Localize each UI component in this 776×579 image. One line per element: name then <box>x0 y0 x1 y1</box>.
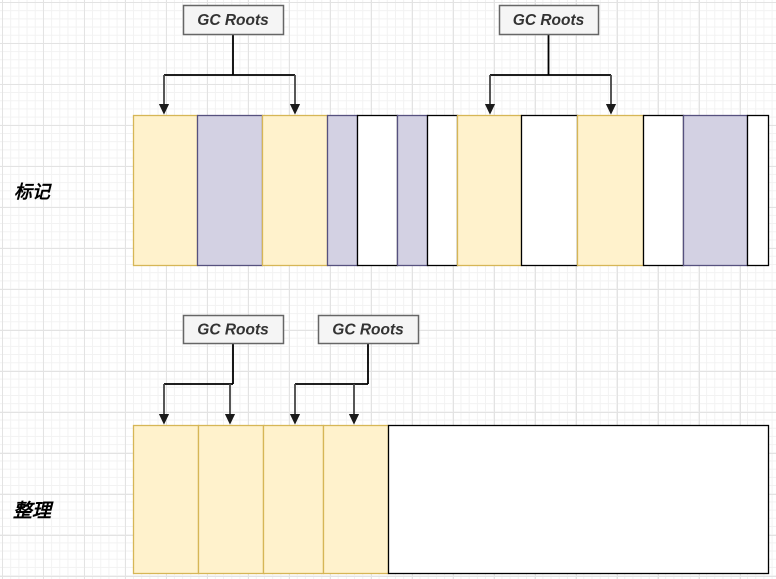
memory-block-free <box>426 114 459 267</box>
gc-roots-label: GC Roots <box>513 12 585 29</box>
arrowhead-icon <box>158 414 170 425</box>
arrowhead-icon <box>289 414 301 425</box>
gc-roots-label: GC Roots <box>197 322 269 339</box>
arrowhead-icon <box>289 104 301 115</box>
memory-block-marked <box>456 114 523 267</box>
section-label-compact: 整理 <box>13 500 54 522</box>
memory-block-marked <box>261 114 329 267</box>
memory-block-free <box>520 114 579 267</box>
memory-block-marked <box>132 424 200 575</box>
gc-roots-box <box>182 314 285 345</box>
arrowhead-icon <box>158 104 170 115</box>
connector-stem <box>490 34 611 76</box>
memory-block-unmarked <box>326 114 359 267</box>
memory-block-marked <box>197 424 265 575</box>
gc-roots-label: GC Roots <box>332 322 404 339</box>
gc-roots-box <box>498 4 600 36</box>
arrowhead-icon <box>484 104 496 115</box>
memory-block-unmarked <box>396 114 429 267</box>
memory-block-unmarked <box>682 114 749 267</box>
connector-stem <box>164 343 234 385</box>
gc-roots-label: GC Roots <box>197 12 269 29</box>
memory-block-free <box>387 424 770 575</box>
connector-stem <box>295 343 369 385</box>
section-label-mark: 标记 <box>14 182 52 202</box>
memory-block-marked <box>132 114 199 267</box>
arrowhead-icon <box>605 104 617 115</box>
gc-roots-box <box>182 4 285 36</box>
memory-block-free <box>642 114 685 267</box>
gc-roots-box <box>317 314 420 345</box>
arrowhead-icon <box>224 414 236 425</box>
memory-block-free <box>356 114 399 267</box>
memory-block-marked <box>262 424 325 575</box>
arrowhead-icon <box>348 414 360 425</box>
memory-block-marked <box>322 424 390 575</box>
memory-block-unmarked <box>196 114 264 267</box>
memory-block-free <box>746 114 770 267</box>
connector-stem <box>164 34 295 76</box>
memory-block-marked <box>576 114 645 267</box>
